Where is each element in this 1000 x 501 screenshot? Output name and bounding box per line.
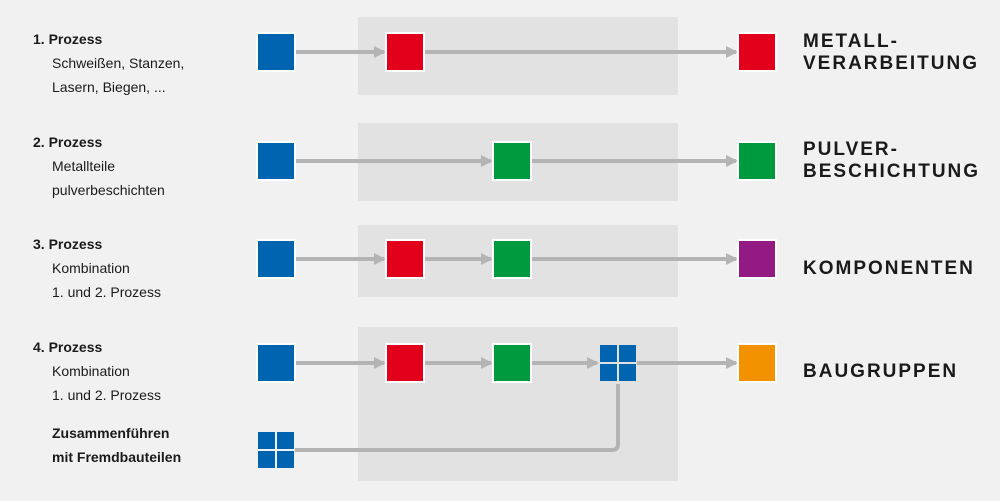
result-line: METALL- — [803, 31, 899, 52]
assembly-grid-icon — [600, 345, 636, 381]
grid-cell — [619, 364, 636, 381]
grid-cell — [258, 432, 275, 449]
merge-label-line: mit Fremdbauteilen — [52, 449, 182, 465]
process-title: 4. Prozess — [33, 339, 103, 355]
arrow-head — [587, 357, 599, 369]
arrow-head — [726, 253, 738, 265]
arrow-head — [481, 253, 493, 265]
arrow-head — [374, 357, 386, 369]
process-desc-line: Schweißen, Stanzen, — [52, 55, 185, 71]
process-title: 1. Prozess — [33, 31, 103, 47]
start-square — [256, 141, 296, 181]
process-title: 2. Prozess — [33, 134, 103, 150]
result-baugruppen: BAUGRUPPEN — [803, 361, 958, 383]
process-desc-line: 1. und 2. Prozess — [52, 387, 161, 403]
start-square — [256, 239, 296, 279]
process-desc-line: Kombination — [52, 260, 130, 276]
red-step-square — [385, 343, 425, 383]
process-1-label: 1. Prozess Schweißen, Stanzen, Lasern, B… — [33, 27, 184, 99]
green-step-square — [492, 141, 532, 181]
purple-end-square — [737, 239, 777, 279]
result-komponenten: KOMPONENTEN — [803, 258, 975, 280]
process-desc-line: Kombination — [52, 363, 130, 379]
green-end-square — [737, 141, 777, 181]
green-step-square — [492, 343, 532, 383]
result-pulverbeschichtung: PULVER- BESCHICHTUNG — [803, 139, 980, 183]
green-step-square — [492, 239, 532, 279]
grid-cell — [277, 451, 294, 468]
grid-cell — [277, 432, 294, 449]
arrow-head — [726, 46, 738, 58]
process-2-label: 2. Prozess Metallteile pulverbeschichten — [33, 130, 165, 202]
process-desc-line: pulverbeschichten — [52, 182, 165, 198]
grid-cell — [600, 364, 617, 381]
merge-label-line: Zusammenführen — [52, 425, 170, 441]
result-metallverarbeitung: METALL- VERARBEITUNG — [803, 31, 979, 75]
start-square — [256, 32, 296, 72]
process-desc-line: Lasern, Biegen, ... — [52, 79, 166, 95]
grid-cell — [258, 451, 275, 468]
result-line: BESCHICHTUNG — [803, 161, 981, 182]
arrow-head — [374, 46, 386, 58]
process-desc-line: Metallteile — [52, 158, 116, 174]
merge-label: Zusammenführen mit Fremdbauteilen — [52, 421, 181, 469]
result-line: PULVER- — [803, 139, 899, 160]
red-end-square — [737, 32, 777, 72]
arrow-head — [481, 357, 493, 369]
result-line: VERARBEITUNG — [803, 53, 980, 74]
process-3-label: 3. Prozess Kombination 1. und 2. Prozess — [33, 232, 161, 304]
result-line: KOMPONENTEN — [803, 258, 975, 279]
external-parts-grid-icon — [258, 432, 294, 468]
merge-connector — [295, 384, 620, 452]
start-square — [256, 343, 296, 383]
process-title: 3. Prozess — [33, 236, 103, 252]
result-line: BAUGRUPPEN — [803, 361, 959, 382]
red-step-square — [385, 32, 425, 72]
arrow-head — [726, 155, 738, 167]
process-4-label: 4. Prozess Kombination 1. und 2. Prozess — [33, 335, 161, 407]
arrow-head — [726, 357, 738, 369]
red-step-square — [385, 239, 425, 279]
grid-cell — [600, 345, 617, 362]
orange-end-square — [737, 343, 777, 383]
arrow-head — [481, 155, 493, 167]
grid-cell — [619, 345, 636, 362]
process-desc-line: 1. und 2. Prozess — [52, 284, 161, 300]
arrow-head — [374, 253, 386, 265]
